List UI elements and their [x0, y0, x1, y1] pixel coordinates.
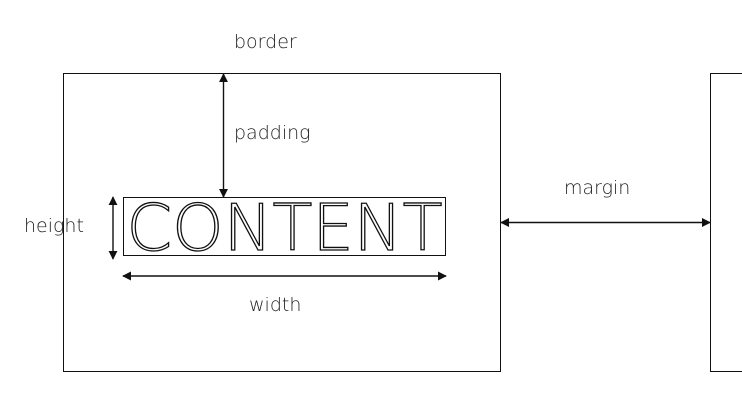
content-box: [123, 197, 446, 256]
adjacent-box: [710, 73, 742, 372]
padding-label: padding: [234, 122, 311, 144]
width-label: width: [249, 294, 301, 316]
height-label: height: [24, 215, 84, 237]
border-label: border: [234, 31, 297, 53]
margin-label: margin: [564, 177, 630, 199]
content-label: CONTENT: [127, 192, 443, 266]
